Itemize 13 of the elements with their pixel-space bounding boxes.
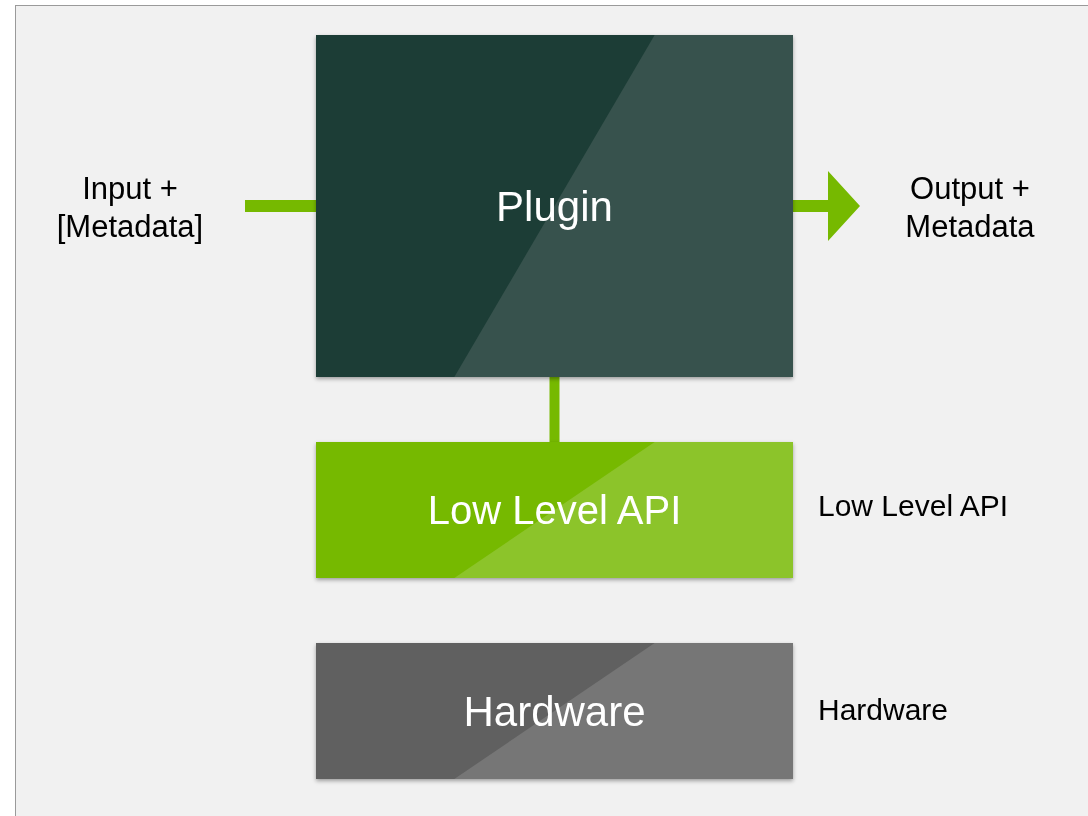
plugin-box bbox=[316, 35, 793, 377]
io-label: Output + Metadata bbox=[904, 170, 1036, 246]
hardware-box bbox=[316, 643, 793, 779]
api-box bbox=[316, 442, 793, 578]
layer-label: Hardware bbox=[818, 692, 949, 728]
connector-line bbox=[245, 200, 316, 212]
box-label: Plugin bbox=[496, 181, 613, 232]
connector-line bbox=[549, 377, 560, 442]
box-label: Hardware bbox=[463, 686, 646, 737]
arrow bbox=[793, 171, 860, 241]
box-label: Low Level API bbox=[427, 487, 682, 534]
layer-label: Low Level API bbox=[818, 488, 1009, 524]
io-label: Input + [Metadata] bbox=[55, 170, 205, 246]
